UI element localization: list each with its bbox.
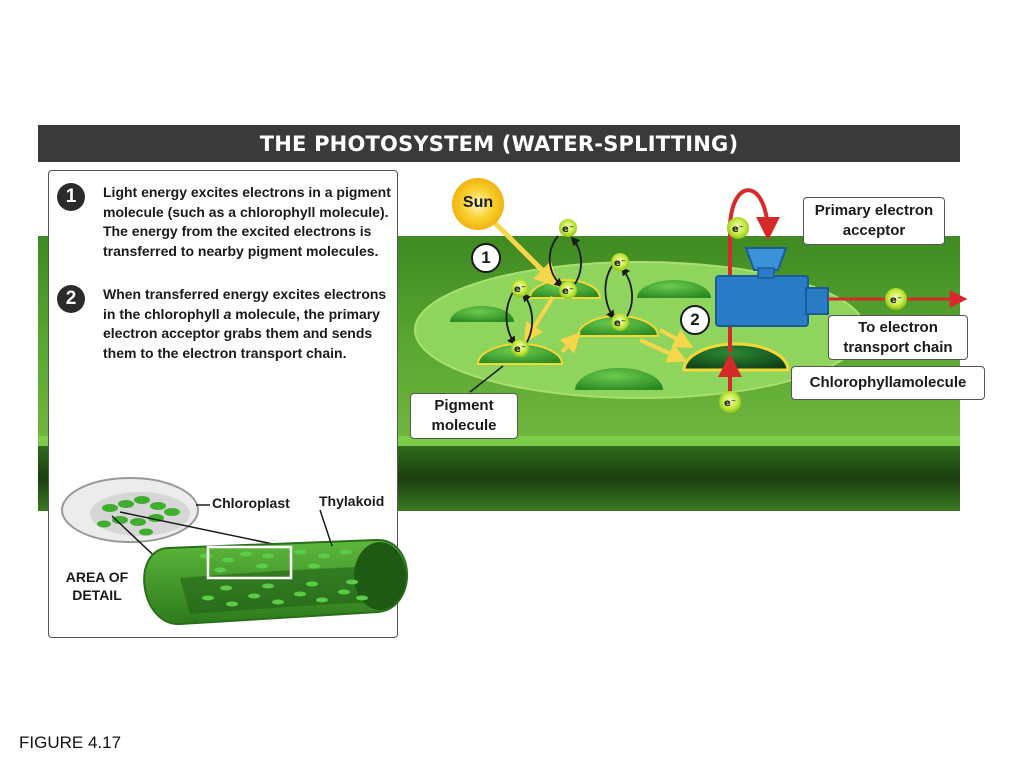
electron-icon: e⁻	[559, 219, 577, 237]
sun-label: Sun	[462, 194, 494, 211]
sun-icon	[452, 178, 504, 230]
electron-label: e⁻	[562, 224, 574, 235]
pigment-molecule	[575, 368, 663, 390]
electron-icon: e⁻	[611, 313, 629, 331]
step-1-number: 1	[57, 183, 85, 211]
pigment-leader-line	[469, 365, 504, 393]
excitation-arrows	[505, 235, 633, 346]
diagram-title: THE PHOTOSYSTEM (WATER-SPLITTING)	[38, 125, 960, 162]
electron-label: e⁻	[732, 224, 744, 235]
step-2-number: 2	[57, 285, 85, 313]
area-of-detail-label: AREA OF DETAIL	[65, 569, 129, 603]
pigment-molecules	[450, 279, 790, 390]
step-1-text: Light energy excites electrons in a pigm…	[103, 184, 391, 259]
electron-icon: e⁻	[511, 279, 529, 297]
sunlight-ray	[490, 218, 560, 288]
electron-icon: e⁻	[559, 281, 577, 299]
chlorophyll-label-italic: a	[892, 374, 902, 391]
electron-icon: e⁻	[885, 288, 907, 310]
step-2-text-part: molecule, the primary electron acceptor …	[103, 305, 380, 361]
electron-label: e⁻	[614, 258, 626, 269]
step-1-marker	[471, 243, 501, 273]
step-2-text-part: When transferred energy excites electron…	[103, 286, 387, 322]
membrane-edge	[38, 436, 960, 446]
pigment-molecule	[450, 306, 514, 322]
step-2-text-italic: a	[223, 305, 232, 322]
chlorophyll-label-part: Chlorophyll	[809, 374, 893, 391]
figure-caption: FIGURE 4.17	[19, 733, 122, 752]
pigment-molecule	[637, 280, 711, 298]
electron-label: e⁻	[614, 318, 626, 329]
electron-icon: e⁻	[611, 253, 629, 271]
step-2-marker-label: 2	[690, 310, 700, 329]
electron-label: e⁻	[724, 398, 736, 409]
electron-icon: e⁻	[719, 391, 741, 413]
electron-label: e⁻	[514, 284, 526, 295]
step-1-marker-label: 1	[481, 248, 491, 267]
electron-icon: e⁻	[511, 339, 529, 357]
chlorophyll-label: Chlorophyll a molecule	[791, 366, 985, 400]
electrons: e⁻ e⁻ e⁻ e⁻ e⁻ e⁻	[511, 219, 629, 357]
primary-acceptor-label: Primary electron acceptor	[803, 197, 945, 245]
electron-label: e⁻	[514, 344, 526, 355]
pigment-label: Pigment molecule	[410, 393, 518, 439]
to-etc-label: To electron transport chain	[828, 315, 968, 360]
chlorophyll-label-part: molecule	[901, 374, 967, 391]
step-2-text: When transferred energy excites electron…	[103, 285, 393, 363]
chloroplast-label: Chloroplast	[212, 495, 290, 511]
primary-electron-acceptor	[715, 247, 829, 327]
thylakoid-label: Thylakoid	[319, 493, 385, 509]
electron-label: e⁻	[562, 286, 574, 297]
step-2-marker	[680, 305, 710, 335]
electron-label: e⁻	[890, 295, 902, 306]
electron-icon: e⁻	[727, 217, 749, 239]
